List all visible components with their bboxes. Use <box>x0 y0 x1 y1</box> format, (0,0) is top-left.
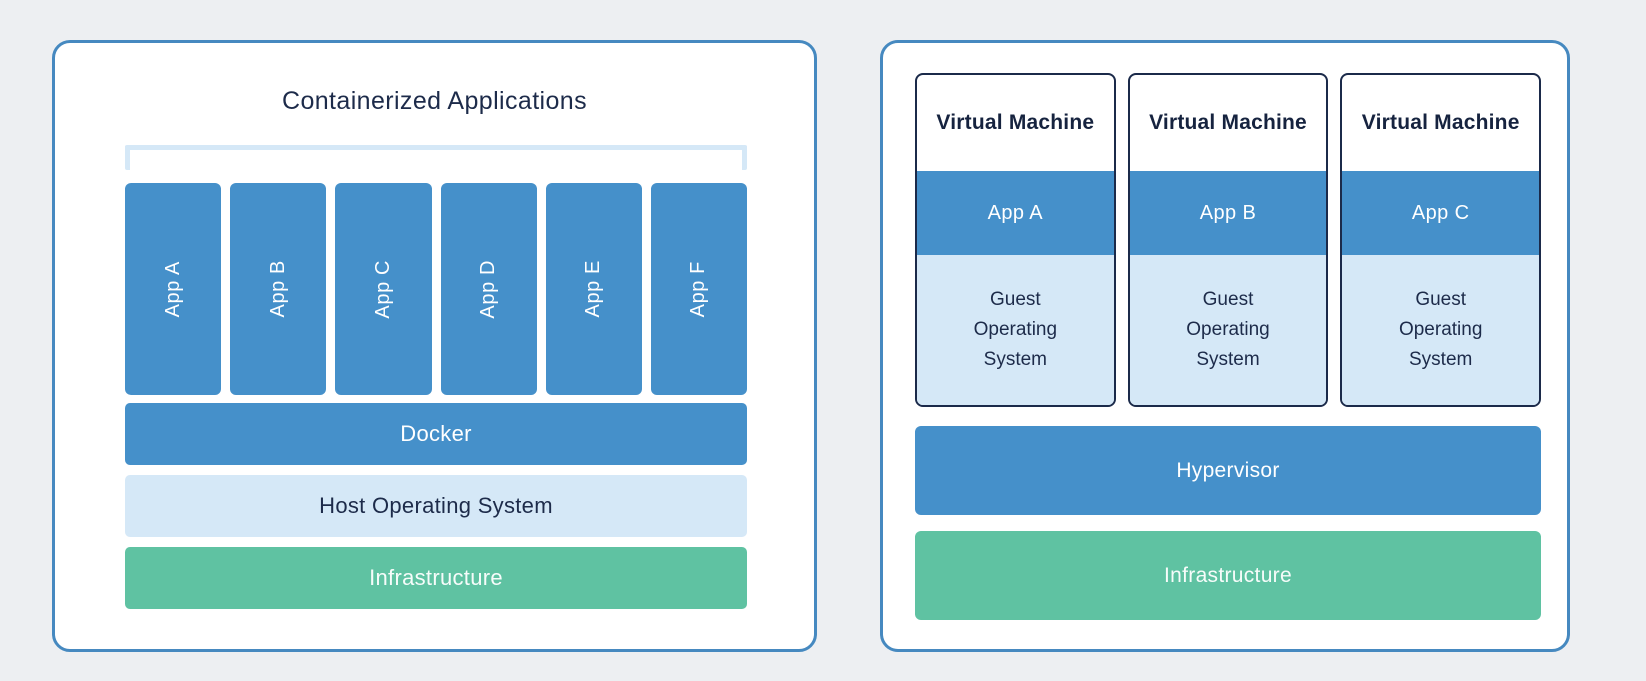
container-app-f-label: App F <box>687 260 710 318</box>
vm-card-1: Virtual Machine App A Guest Operating Sy… <box>915 73 1116 407</box>
container-app-b-block: App B <box>230 183 327 395</box>
container-app-b-label: App B <box>266 260 289 318</box>
container-app-a-block: App A <box>125 183 222 395</box>
container-group-bracket <box>125 145 747 170</box>
containers-diagram-panel: Containerized Applications App A App B A… <box>52 40 817 652</box>
container-app-c-label: App C <box>371 259 394 319</box>
docker-layer-block: Docker <box>125 403 747 465</box>
vm-2-guest-os-block: Guest Operating System <box>1129 255 1327 405</box>
container-apps-row: App A App B App C App D App E App F <box>125 183 748 395</box>
vm-3-guest-os-block: Guest Operating System <box>1342 255 1540 405</box>
vm-card-3: Virtual Machine App C Guest Operating Sy… <box>1340 73 1542 407</box>
vm-card-2: Virtual Machine App B Guest Operating Sy… <box>1127 73 1329 407</box>
container-app-c-block: App C <box>335 183 432 395</box>
infrastructure-layer-block-right: Infrastructure <box>915 531 1541 620</box>
virtual-machines-diagram-panel: Virtual Machine App A Guest Operating Sy… <box>880 40 1570 652</box>
vm-2-app-block: App B <box>1129 171 1327 255</box>
vm-2-title: Virtual Machine <box>1149 111 1307 134</box>
container-app-f-block: App F <box>650 183 748 395</box>
container-app-d-block: App D <box>440 183 537 395</box>
vm-1-guest-os-block: Guest Operating System <box>917 255 1114 405</box>
container-app-d-label: App D <box>477 259 500 319</box>
vm-1-title: Virtual Machine <box>936 111 1095 134</box>
containers-panel-title: Containerized Applications <box>281 87 588 115</box>
container-app-e-block: App E <box>545 183 642 395</box>
container-app-e-label: App E <box>582 260 605 318</box>
vm-1-app-block: App A <box>917 171 1114 255</box>
vm-3-app-block: App C <box>1342 171 1540 255</box>
vm-cards-row: Virtual Machine App A Guest Operating Sy… <box>915 73 1542 407</box>
container-app-a-label: App A <box>161 260 184 318</box>
host-os-layer-block: Host Operating System <box>125 475 747 537</box>
hypervisor-layer-block: Hypervisor <box>915 426 1541 515</box>
infrastructure-layer-block-left: Infrastructure <box>125 547 747 609</box>
vm-3-title: Virtual Machine <box>1361 111 1520 134</box>
